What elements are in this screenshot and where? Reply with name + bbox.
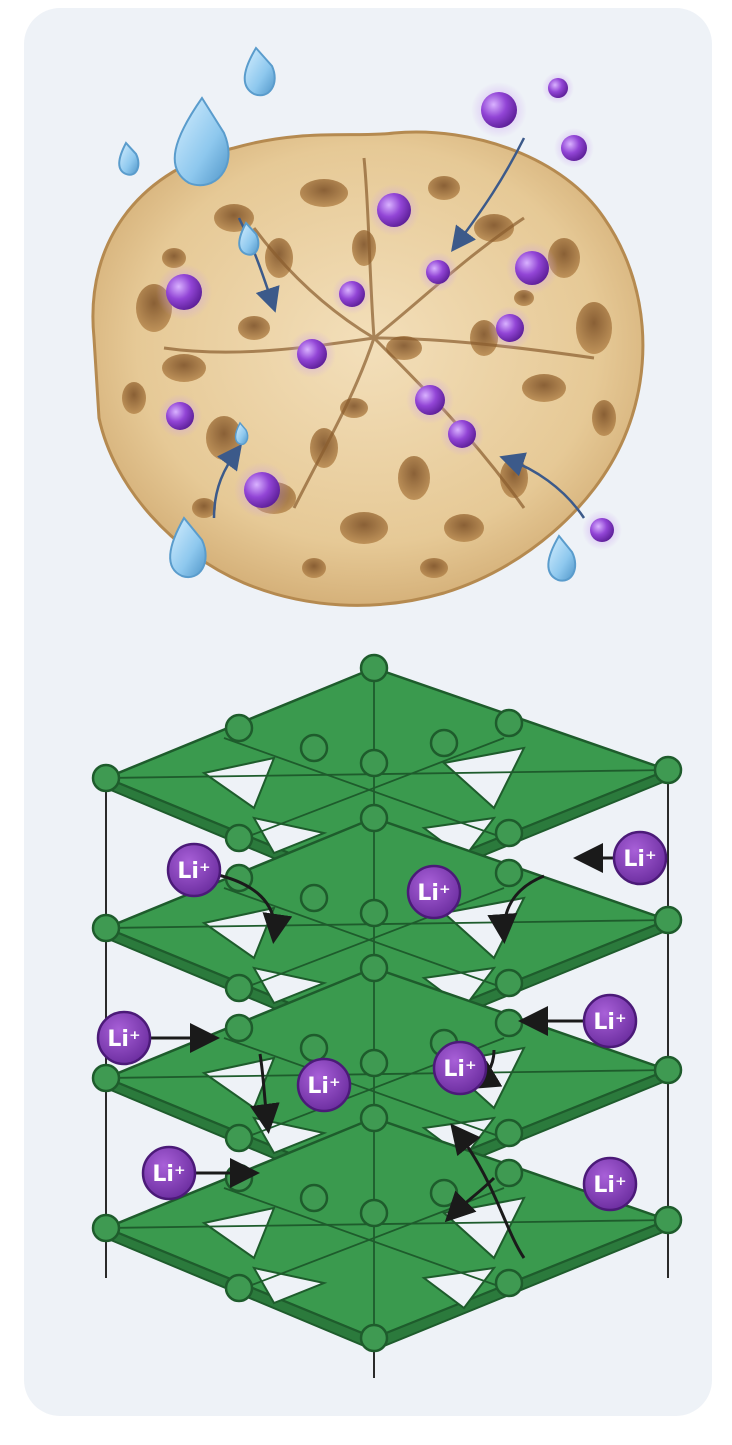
lattice-node	[361, 1105, 387, 1131]
lithium-ion-label: Li⁺	[417, 881, 450, 906]
lithium-ion-label: Li⁺	[107, 1027, 140, 1052]
lattice-node	[361, 805, 387, 831]
lattice-node	[226, 715, 252, 741]
lattice-node	[431, 1180, 457, 1206]
lattice-node	[301, 1185, 327, 1211]
lithium-ion-badge: Li⁺	[614, 832, 666, 884]
lithium-ion-badge: Li⁺	[98, 1012, 150, 1064]
lattice-node	[93, 1065, 119, 1091]
lattice-node	[301, 1035, 327, 1061]
lithium-ion-badge: Li⁺	[408, 866, 460, 918]
lithium-ion-label: Li⁺	[623, 847, 656, 872]
lithium-ion-label: Li⁺	[177, 859, 210, 884]
lattice-node	[93, 1215, 119, 1241]
layered-lattice-panel: Li⁺ Li⁺ Li⁺ Li⁺ Li⁺ Li⁺ Li⁺ Li⁺ Li⁺	[24, 648, 712, 1416]
lattice-node	[496, 860, 522, 886]
lattice-node	[361, 655, 387, 681]
lithium-ion-badge: Li⁺	[298, 1059, 350, 1111]
lithium-ion-badge: Li⁺	[584, 1158, 636, 1210]
lattice-node	[496, 1120, 522, 1146]
lattice-node	[301, 885, 327, 911]
lattice-node	[496, 1160, 522, 1186]
lithium-ion-badge: Li⁺	[584, 995, 636, 1047]
lattice-node	[431, 730, 457, 756]
lattice-node	[93, 765, 119, 791]
lattice-node	[361, 1325, 387, 1351]
lattice-node	[226, 975, 252, 1001]
lattice-node	[226, 825, 252, 851]
lattice-node	[361, 1200, 387, 1226]
lattice-node	[361, 1050, 387, 1076]
lithium-ion-badge: Li⁺	[143, 1147, 195, 1199]
lattice-layer	[93, 1105, 681, 1351]
lattice-node	[226, 1125, 252, 1151]
lattice-node	[361, 955, 387, 981]
lattice-node	[496, 820, 522, 846]
lattice-node	[496, 1010, 522, 1036]
lithium-ion-label: Li⁺	[443, 1057, 476, 1082]
porous-sponge-panel	[24, 8, 712, 628]
lattice-node	[655, 907, 681, 933]
porous-sponge-illustration	[24, 8, 712, 628]
lithium-ion-badge: Li⁺	[434, 1042, 486, 1094]
lattice-node	[226, 1015, 252, 1041]
lithium-ion-label: Li⁺	[593, 1173, 626, 1198]
lattice-node	[301, 735, 327, 761]
lattice-node	[496, 1270, 522, 1296]
layered-lattice-illustration: Li⁺ Li⁺ Li⁺ Li⁺ Li⁺ Li⁺ Li⁺ Li⁺ Li⁺	[24, 648, 712, 1416]
lattice-node	[93, 915, 119, 941]
lithium-ion-label: Li⁺	[152, 1162, 185, 1187]
lattice-node	[655, 757, 681, 783]
lattice-node	[496, 970, 522, 996]
lithium-ion-badge: Li⁺	[168, 844, 220, 896]
lattice-node	[226, 1275, 252, 1301]
lattice-node	[496, 710, 522, 736]
lithium-ion-label: Li⁺	[307, 1074, 340, 1099]
illustration-card: Li⁺ Li⁺ Li⁺ Li⁺ Li⁺ Li⁺ Li⁺ Li⁺ Li⁺	[24, 8, 712, 1416]
lattice-node	[226, 1165, 252, 1191]
lattice-node	[361, 750, 387, 776]
lithium-ion-label: Li⁺	[593, 1010, 626, 1035]
lattice-node	[655, 1207, 681, 1233]
lattice-node	[655, 1057, 681, 1083]
lattice-node	[361, 900, 387, 926]
